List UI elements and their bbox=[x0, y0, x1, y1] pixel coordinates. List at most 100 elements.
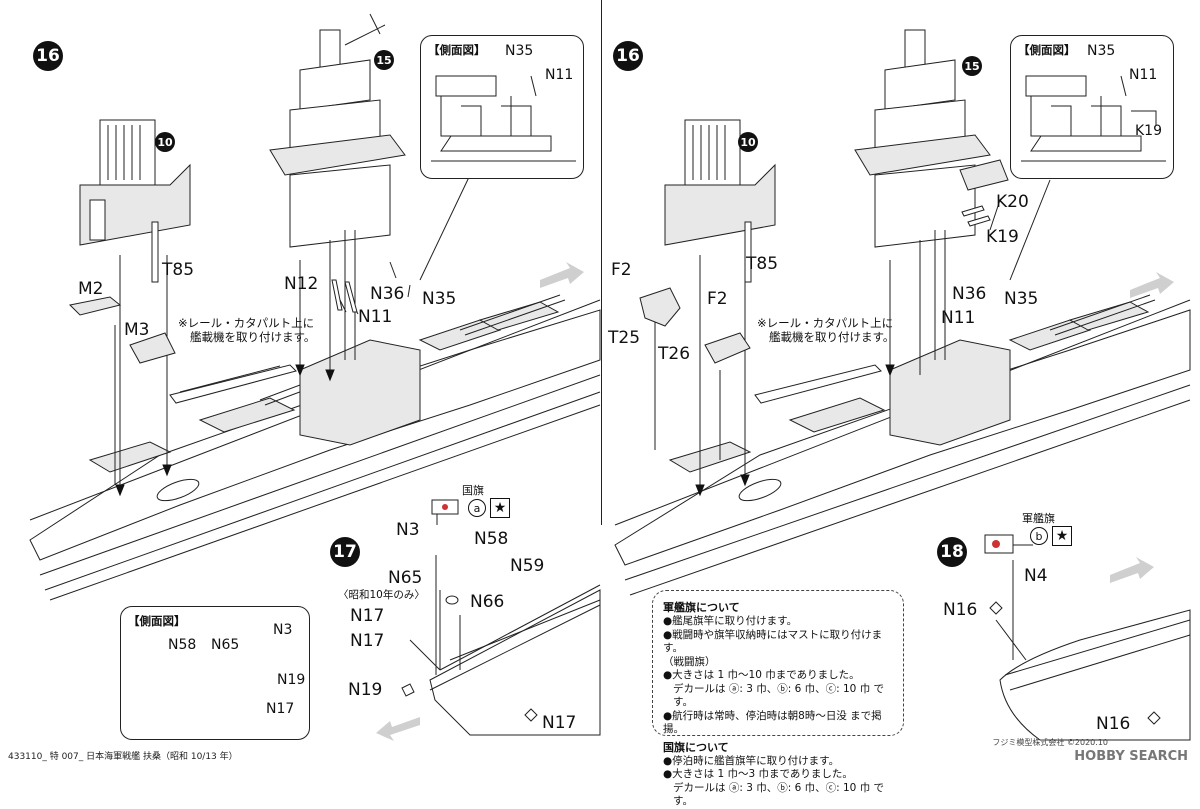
note-line-2: 艦載機を取り付けます。 bbox=[769, 330, 895, 344]
side-view-title: 【側面図】 bbox=[128, 614, 186, 628]
panel-divider bbox=[601, 0, 602, 525]
part-label-N3: N3 bbox=[396, 520, 420, 540]
right-bridge-15 bbox=[854, 29, 1009, 248]
part-T25-shape bbox=[639, 287, 681, 327]
notes-line: ●戦闘時や旗竿収納時にはマストに取り付けます。 bbox=[663, 628, 883, 655]
part-label-N66: N66 bbox=[470, 592, 505, 612]
part-label-F2-a: F2 bbox=[611, 260, 632, 280]
side-view-sketch bbox=[431, 75, 576, 162]
step-18-badge: 18 bbox=[937, 537, 967, 567]
part-label-N36-right: N36 bbox=[952, 284, 987, 304]
part-label-N11-right: N11 bbox=[941, 308, 976, 328]
notes-line: デカールは ⓐ: 3 巾、ⓑ: 6 巾、ⓒ: 10 巾 です。 bbox=[673, 682, 885, 709]
part-label-N65: N65 bbox=[388, 568, 423, 588]
part-label-M2: M2 bbox=[78, 279, 104, 299]
footer-copyright: フジミ模型株式会社 ©2020.10 bbox=[992, 738, 1108, 747]
notes-line: デカールは ⓐ: 3 巾、ⓑ: 6 巾、ⓒ: 10 巾 です。 bbox=[673, 781, 885, 808]
part-label-F2-b: F2 bbox=[707, 289, 728, 309]
instruction-sheet: 16 10 15 T85 M2 M3 N12 N36 N35 N11 ※レール・… bbox=[8, 0, 1191, 807]
notes-line: ●停泊時に艦首旗竿に取り付けます。 bbox=[663, 754, 840, 767]
side-view-label-N35: N35 bbox=[505, 43, 534, 59]
flag-option-a: a ★ bbox=[468, 498, 510, 518]
step-17-badge: 17 bbox=[330, 537, 360, 567]
side-view-label-K19: K19 bbox=[1135, 123, 1162, 139]
left-bridge-15 bbox=[269, 13, 406, 248]
side-view-label-N11: N11 bbox=[1129, 67, 1158, 83]
part-label-T85-left: T85 bbox=[162, 260, 195, 280]
step-16-badge-left: 16 bbox=[33, 41, 63, 71]
flag-label-kokki: 国旗 bbox=[462, 484, 484, 497]
notes-line: （戦闘旗） bbox=[663, 655, 716, 668]
part-label-N17-b: N17 bbox=[350, 631, 385, 651]
note-line-1: ※レール・カタパルト上に bbox=[178, 316, 315, 330]
step18-stern-drawing bbox=[984, 534, 1191, 741]
part-label-N17-c: N17 bbox=[542, 713, 577, 733]
part-label-N35-left: N35 bbox=[422, 289, 457, 309]
flag-notes-box: 軍艦旗について ●艦尾旗竿に取り付けます。 ●戦闘時や旗竿収納時にはマストに取り… bbox=[652, 590, 904, 807]
notes-heading-kokki: 国旗について bbox=[663, 740, 729, 754]
part-label-N4: N4 bbox=[1024, 566, 1048, 586]
ref-step-10-left: 10 bbox=[155, 132, 175, 152]
notes-line: ●艦尾旗竿に取り付けます。 bbox=[663, 615, 798, 627]
decal-option-b: b bbox=[1030, 527, 1048, 545]
part-T26-shape bbox=[704, 332, 751, 364]
side-view-sketch bbox=[1021, 75, 1166, 162]
step17-bow-drawing bbox=[401, 499, 601, 736]
part-label-N35-right: N35 bbox=[1004, 289, 1039, 309]
right-hull-drawing bbox=[614, 294, 1191, 596]
catapult-note-left: ※レール・カタパルト上に 艦載機を取り付けます。 bbox=[178, 316, 315, 344]
part-label-M3: M3 bbox=[124, 320, 150, 340]
side-view-label-N65: N65 bbox=[211, 637, 240, 653]
side-view-title: 【側面図】 bbox=[428, 43, 486, 57]
left-tower-10 bbox=[79, 119, 191, 283]
part-label-N19: N19 bbox=[348, 680, 383, 700]
side-view-label-N17: N17 bbox=[266, 701, 295, 717]
side-view-label-N35: N35 bbox=[1087, 43, 1116, 59]
side-view-label-N11: N11 bbox=[545, 67, 574, 83]
side-view-label-N58: N58 bbox=[168, 637, 197, 653]
part-label-N16-a: N16 bbox=[943, 600, 978, 620]
footer-product-code: 433110_ 特 007_ 日本海軍戦艦 扶桑（昭和 10/13 年） bbox=[8, 752, 238, 762]
part-label-T26: T26 bbox=[658, 344, 691, 364]
part-label-K20: K20 bbox=[996, 192, 1029, 212]
part-label-N11-left: N11 bbox=[358, 307, 393, 327]
note-line-2: 艦載機を取り付けます。 bbox=[190, 330, 316, 344]
notes-line: ●大きさは 1 巾～10 巾までありました。 bbox=[663, 669, 860, 681]
part-label-T25: T25 bbox=[608, 328, 641, 348]
ship-drawings bbox=[29, 13, 1191, 741]
part-label-N17-a: N17 bbox=[350, 606, 385, 626]
ref-step-15-right: 15 bbox=[962, 56, 982, 76]
ref-step-15-left: 15 bbox=[374, 50, 394, 70]
part-label-N12: N12 bbox=[284, 274, 319, 294]
step-16-badge-right: 16 bbox=[613, 41, 643, 71]
side-view-label-N3: N3 bbox=[273, 622, 293, 638]
part-label-N16-b: N16 bbox=[1096, 714, 1131, 734]
note-line-1: ※レール・カタパルト上に bbox=[757, 316, 894, 330]
part-label-K19: K19 bbox=[986, 227, 1019, 247]
decal-option-a: a bbox=[468, 499, 486, 517]
notes-heading-gunkanki: 軍艦旗について bbox=[663, 601, 740, 614]
side-view-box-step17: 【側面図】 N58 N65 N3 N19 N17 bbox=[120, 606, 310, 740]
star-icon: ★ bbox=[1052, 526, 1072, 546]
notes-line: ●航行時は常時、停泊時は朝8時～日没 まで掲揚。 bbox=[663, 709, 882, 736]
part-M2-shape bbox=[68, 296, 122, 316]
era-note-showa10: 〈昭和10年のみ〉 bbox=[338, 589, 425, 601]
side-view-label-N19: N19 bbox=[277, 672, 306, 688]
part-label-N36-left: N36 bbox=[370, 284, 405, 304]
part-label-N58: N58 bbox=[474, 529, 509, 549]
flag-option-b: b ★ bbox=[1030, 526, 1072, 546]
ref-step-10-right: 10 bbox=[738, 132, 758, 152]
part-label-N59: N59 bbox=[510, 556, 545, 576]
notes-line: ●大きさは 1 巾～3 巾までありました。 bbox=[663, 768, 853, 780]
left-assembly-lines bbox=[114, 230, 411, 497]
catapult-note-right: ※レール・カタパルト上に 艦載機を取り付けます。 bbox=[757, 316, 894, 344]
side-view-box-right: 【側面図】 N35 N11 K19 bbox=[1010, 35, 1174, 179]
flag-label-gunkanki: 軍艦旗 bbox=[1022, 512, 1055, 525]
right-tower-10 bbox=[664, 119, 776, 283]
right-assembly-lines bbox=[654, 179, 1051, 497]
part-label-T85-right: T85 bbox=[746, 254, 779, 274]
star-icon: ★ bbox=[490, 498, 510, 518]
watermark: HOBBY SEARCH bbox=[1074, 749, 1188, 764]
side-view-title: 【側面図】 bbox=[1018, 43, 1076, 57]
side-view-box-left: 【側面図】 N35 N11 bbox=[420, 35, 584, 179]
